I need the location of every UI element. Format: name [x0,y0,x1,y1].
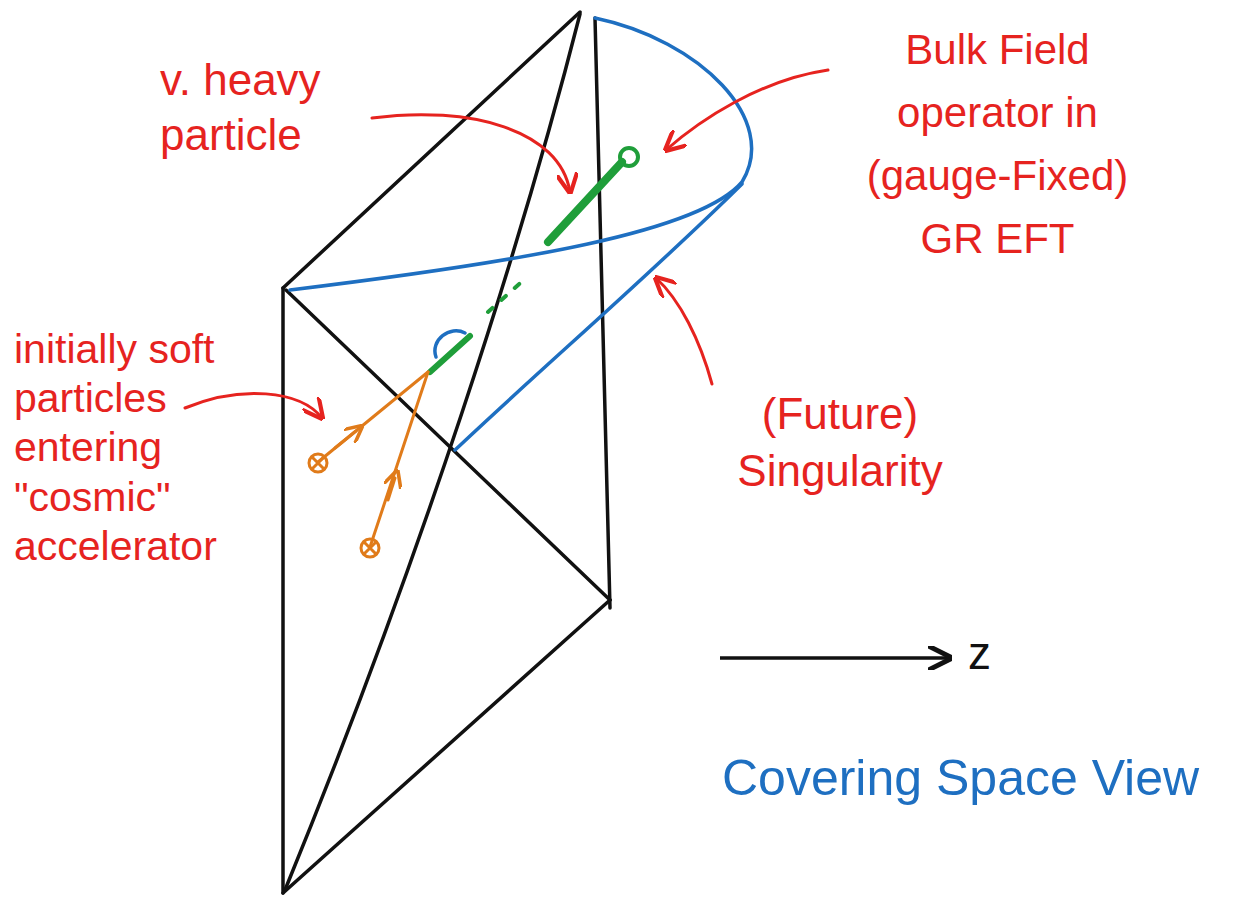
particle-arrow [335,431,356,448]
particle-arrow [388,478,395,500]
prism-edge [283,12,580,288]
particle-dot [309,454,327,472]
view-title: Covering Space View [722,748,1247,808]
leader-line [372,115,570,192]
leader-line [656,278,712,384]
prism-edge [281,288,285,893]
axis-arrow [720,656,950,660]
particle-path [318,372,428,462]
callout-label: v. heavy particle [160,52,410,162]
particle-worldline [548,162,622,242]
particle-dot [364,542,376,554]
prism-edge [285,14,580,890]
particle-dot [312,457,324,469]
prism-edge [286,290,610,600]
particle-worldline [488,276,528,312]
field-operator-point [620,148,638,166]
singularity-curve [290,18,752,290]
leader-line [185,393,322,418]
heavy-particle [430,148,638,372]
axis-label: z [968,628,1008,679]
soft-particles [309,372,428,557]
singularity-surface [290,18,752,450]
particle-worldline [430,336,470,372]
callout-label: initially soft particles entering "cosmi… [14,325,239,571]
callout-label: (Future) Singularity [660,385,1020,499]
particle-path [370,372,428,547]
particle-dot [361,539,379,557]
prism-edge [283,600,610,893]
leader-line [666,70,828,150]
spacetime-prism [283,12,610,893]
callout-label: Bulk Field operator in (gauge-Fixed) GR … [830,18,1165,270]
singularity-curve [455,184,742,450]
